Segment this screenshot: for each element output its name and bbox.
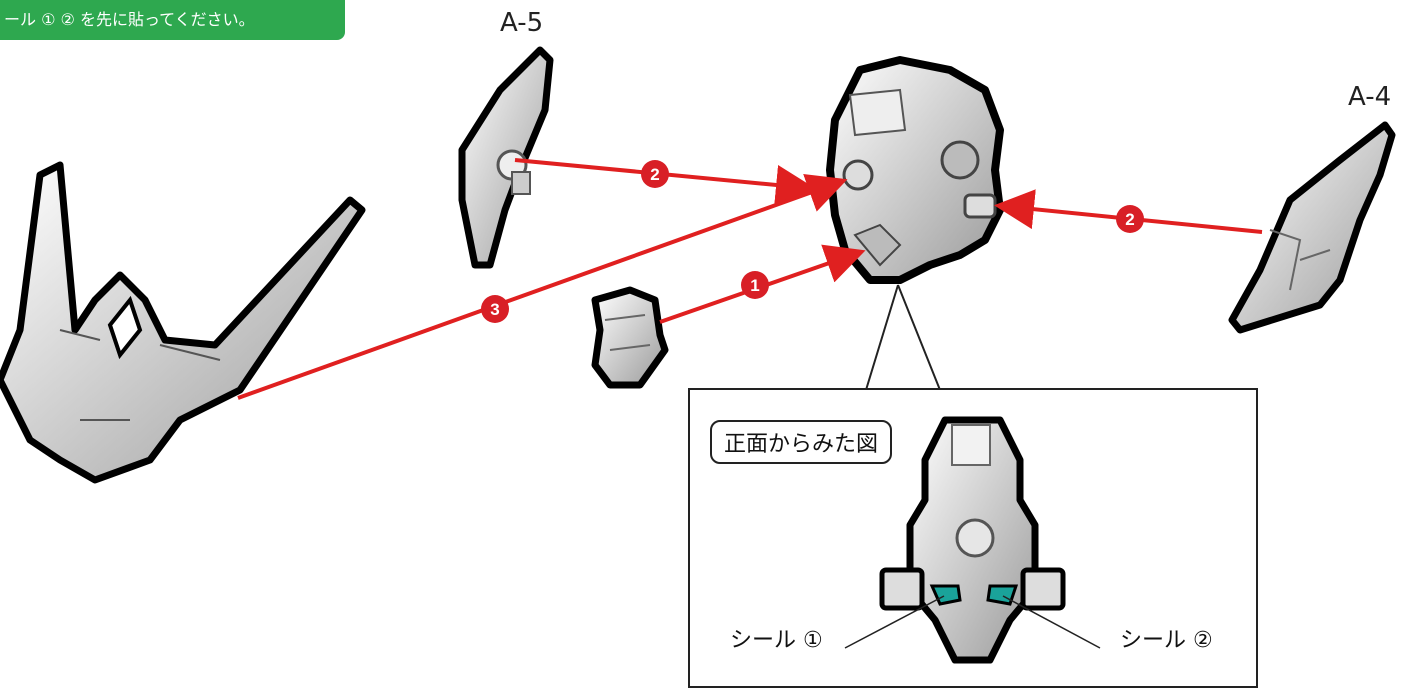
svg-text:2: 2	[650, 165, 659, 184]
svg-text:2: 2	[1125, 210, 1134, 229]
step-badge-3: 3	[481, 295, 509, 323]
label-a4: A-4	[1348, 82, 1392, 112]
sticker-1-eye	[929, 584, 962, 606]
arrow-step-3	[237, 173, 848, 400]
instruction-banner: ール ① ② を先に貼ってください。	[0, 0, 345, 40]
svg-text:3: 3	[490, 300, 499, 319]
part-a5	[458, 46, 554, 269]
v-fin-part	[0, 161, 366, 484]
small-part	[591, 286, 669, 389]
callout-lines	[865, 284, 941, 391]
step-badge-2-right: 2	[1116, 205, 1144, 233]
front-view-head	[844, 416, 1101, 664]
step-badge-2-left: 2	[641, 160, 669, 188]
label-a5: A-5	[500, 8, 544, 38]
part-a4	[1228, 121, 1396, 334]
detail-title: 正面からみた図	[710, 420, 893, 464]
sticker-label-2: シール ②	[1120, 628, 1213, 653]
svg-text:1: 1	[750, 276, 759, 295]
step-badge-1: 1	[741, 271, 769, 299]
sticker-label-1: シール ①	[730, 628, 823, 653]
head-part	[826, 56, 1004, 284]
front-view-detail: 正面からみた図 シール ① シール ②	[688, 388, 1258, 688]
